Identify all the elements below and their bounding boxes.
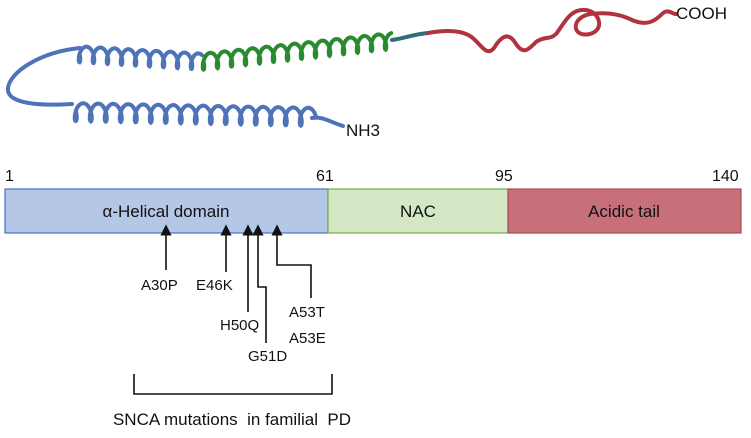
mutation-g51d: G51D	[248, 348, 287, 365]
mutation-a30p: A30P	[141, 277, 178, 294]
mutations-caption: SNCA mutations in familial PD	[113, 410, 351, 429]
nac-domain-segment	[327, 188, 509, 234]
upper-alpha-helix-blue	[76, 44, 205, 72]
acidic-tail-coil	[426, 7, 678, 54]
helix-linker	[390, 31, 430, 42]
nac-domain-label: NAC	[400, 202, 436, 221]
mutation-labels: A30P E46K H50Q G51D A53T A53E	[141, 277, 326, 365]
nac-helix-green	[200, 31, 394, 73]
position-61: 61	[316, 168, 334, 185]
n-terminus-label: NH3	[346, 121, 380, 140]
position-95: 95	[495, 168, 513, 185]
alpha-helical-domain-label: α-Helical domain	[103, 202, 230, 221]
acidic-tail-segment	[507, 188, 742, 234]
arrow-a53t	[271, 224, 312, 298]
position-1: 1	[5, 168, 14, 185]
lower-alpha-helix	[72, 101, 319, 129]
c-terminus-label: COOH	[676, 4, 727, 23]
mutation-bracket	[133, 374, 333, 395]
residue-positions: 1 61 95 140	[5, 168, 739, 185]
protein-structure: COOH NH3	[6, 4, 727, 140]
mutation-h50q: H50Q	[220, 317, 259, 334]
mutation-arrows	[160, 224, 312, 343]
mutation-e46k: E46K	[196, 277, 233, 294]
position-140: 140	[712, 168, 739, 185]
mutation-a53t: A53T	[289, 304, 325, 321]
arrow-g51d	[252, 224, 267, 343]
helix-connecting-loop	[6, 46, 82, 107]
domain-bar: α-Helical domain NAC Acidic tail	[4, 188, 742, 234]
acidic-tail-label: Acidic tail	[588, 202, 660, 221]
n-terminal-tail	[310, 115, 345, 128]
mutation-a53e: A53E	[289, 330, 326, 347]
